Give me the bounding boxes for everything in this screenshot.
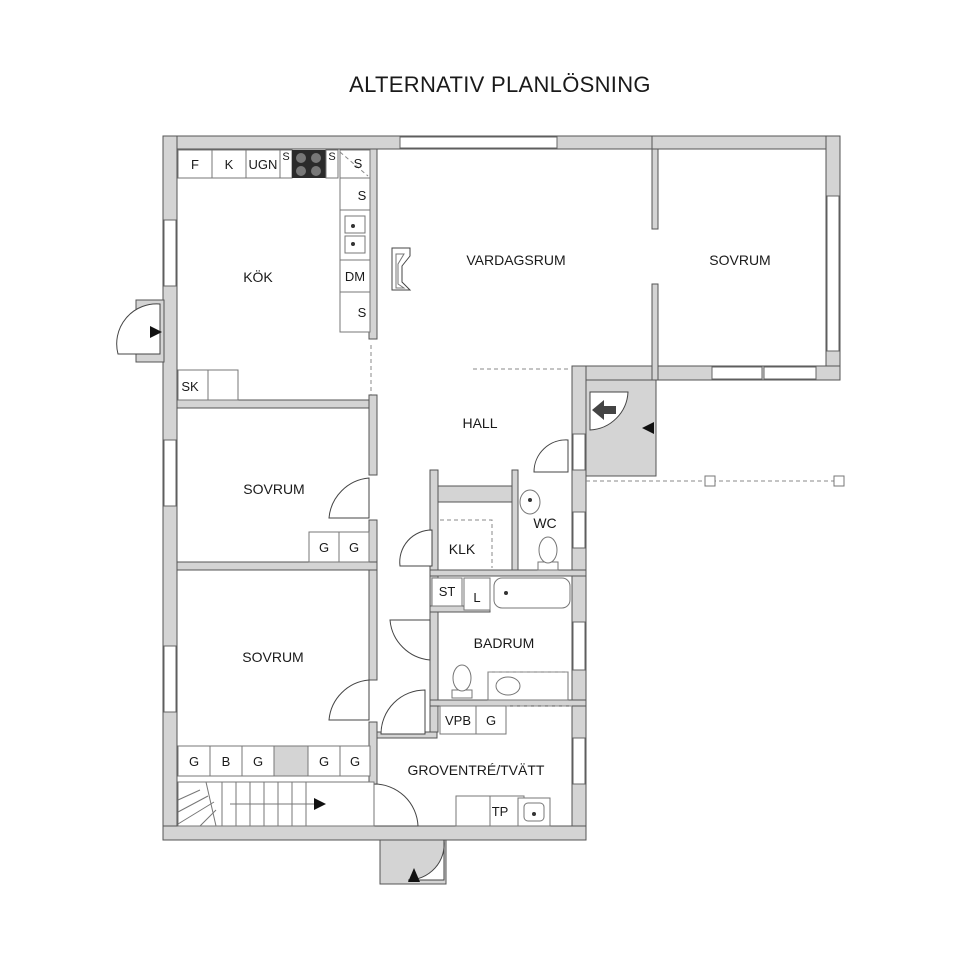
groventre-g-label: G	[486, 713, 496, 728]
wardrobes	[177, 531, 371, 777]
room-hall: HALL	[462, 415, 497, 431]
l-label: L	[473, 590, 480, 605]
staircase	[177, 781, 375, 827]
room-badrum: BADRUM	[474, 635, 535, 651]
room-vardagsrum: VARDAGSRUM	[466, 252, 565, 268]
sk-label: SK	[181, 379, 199, 394]
tp-label: TP	[492, 804, 509, 819]
stove-side-right-label: S	[328, 151, 335, 163]
st-label: ST	[439, 584, 456, 599]
wardrobe-low-3-label: G	[319, 754, 329, 769]
stove-side-left-label: S	[282, 151, 289, 163]
room-sovrum-lower: SOVRUM	[242, 649, 303, 665]
windows	[163, 136, 840, 785]
fridge-label: F	[191, 157, 199, 172]
dishwasher-label: DM	[345, 269, 365, 284]
room-kok: KÖK	[243, 268, 273, 285]
freezer-label: K	[225, 157, 234, 172]
side-cabinet-2-label: S	[358, 305, 367, 320]
wardrobe-low-2-label: G	[253, 754, 263, 769]
side-cabinet-1-label: S	[358, 188, 367, 203]
wet-rooms	[431, 489, 572, 827]
room-sovrum-middle: SOVRUM	[243, 481, 304, 497]
wardrobe-low-4-label: G	[350, 754, 360, 769]
vpb-label: VPB	[445, 713, 471, 728]
plan-title: ALTERNATIV PLANLÖSNING	[349, 72, 651, 97]
oven-label: UGN	[249, 157, 278, 172]
room-groventre: GROVENTRÉ/TVÄTT	[408, 762, 545, 778]
kitchen-counter	[177, 149, 371, 401]
corner-cabinet-label: S	[354, 156, 363, 171]
wardrobe-b-label: B	[222, 754, 231, 769]
wardrobe-low-1-label: G	[189, 754, 199, 769]
wardrobe-mid-1-label: G	[319, 540, 329, 555]
room-wc: WC	[533, 515, 556, 531]
doors	[116, 299, 657, 885]
room-klk: KLK	[449, 541, 476, 557]
wardrobe-mid-2-label: G	[349, 540, 359, 555]
interior-walls	[176, 148, 659, 827]
room-sovrum-right: SOVRUM	[709, 252, 770, 268]
